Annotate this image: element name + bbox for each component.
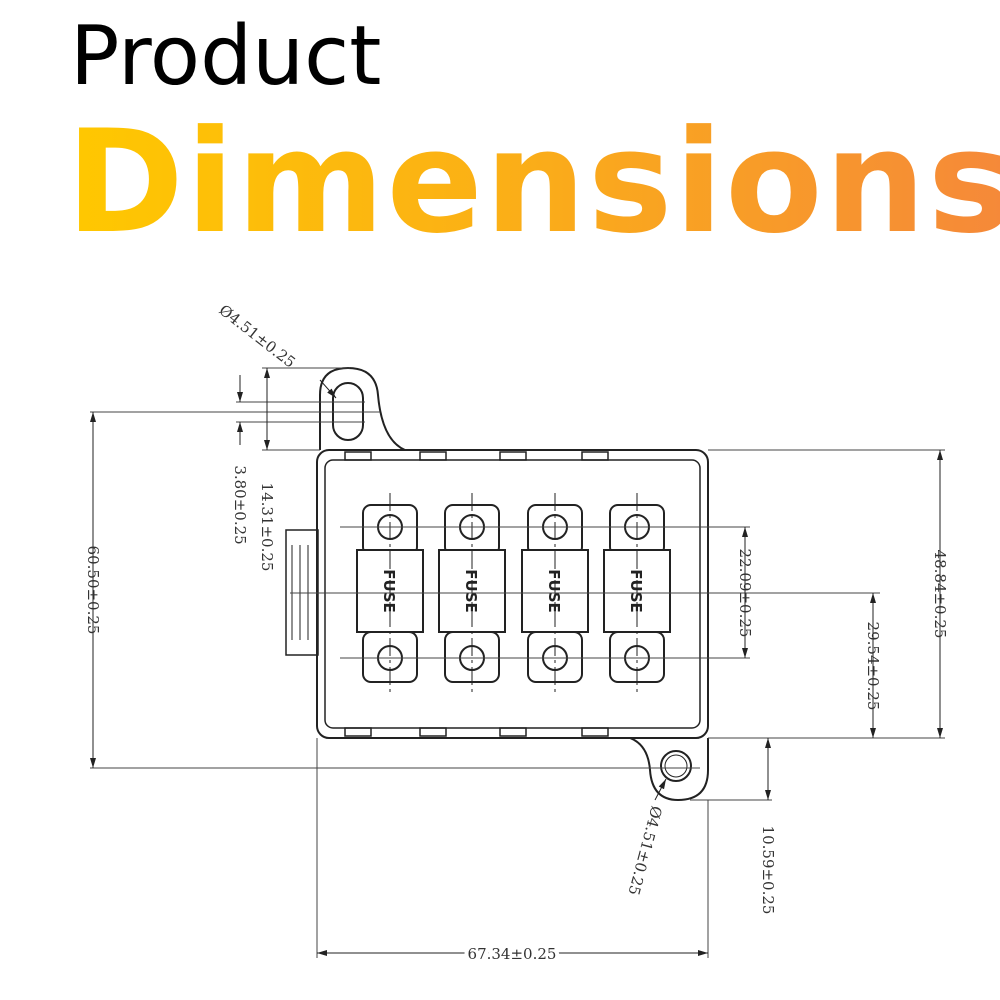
title-dimensions: Dimensions xyxy=(66,112,1000,254)
dim-slot-height: 3.80±0.25 xyxy=(231,465,249,544)
dim-terminal-spacing: 22.09±0.25 xyxy=(736,549,754,638)
bottom-mounting-tab xyxy=(629,737,709,802)
dim-bottom-tab: 10.59±0.25 xyxy=(759,826,777,915)
fuse-1: FUSE xyxy=(356,493,424,695)
fuse-label: FUSE xyxy=(545,569,563,612)
dim-hole-top: Ø4.51±0.25 xyxy=(216,301,299,372)
dim-body-height: 48.84±0.25 xyxy=(931,550,949,639)
top-mounting-tab xyxy=(319,366,406,451)
dim-tab-height: 14.31±0.25 xyxy=(258,483,276,572)
housing-outer xyxy=(316,449,709,739)
center-lines xyxy=(90,367,945,958)
dim-hole-bottom: Ø4.51±0.25 xyxy=(624,804,665,897)
fuse-3: FUSE xyxy=(521,493,589,695)
fuse-label: FUSE xyxy=(627,569,645,612)
bottom-hole xyxy=(660,750,692,782)
fuse-2: FUSE xyxy=(438,493,506,695)
fuse-label: FUSE xyxy=(462,569,480,612)
dimension-labels: Ø4.51±0.25 Ø4.51±0.25 3.80±0.25 14.31±0.… xyxy=(84,301,949,967)
dimension-arrows xyxy=(90,368,943,956)
dim-overall-height: 60.50±0.25 xyxy=(84,546,102,635)
title-product: Product xyxy=(70,9,382,104)
fuse-slots: FUSE FUSE FUSE FUSE xyxy=(356,493,671,695)
fuse-4: FUSE xyxy=(603,493,671,695)
dim-center-to-bottom: 29.54±0.25 xyxy=(864,622,882,711)
fuse-label: FUSE xyxy=(380,569,398,612)
dim-width: 67.34±0.25 xyxy=(468,945,557,963)
